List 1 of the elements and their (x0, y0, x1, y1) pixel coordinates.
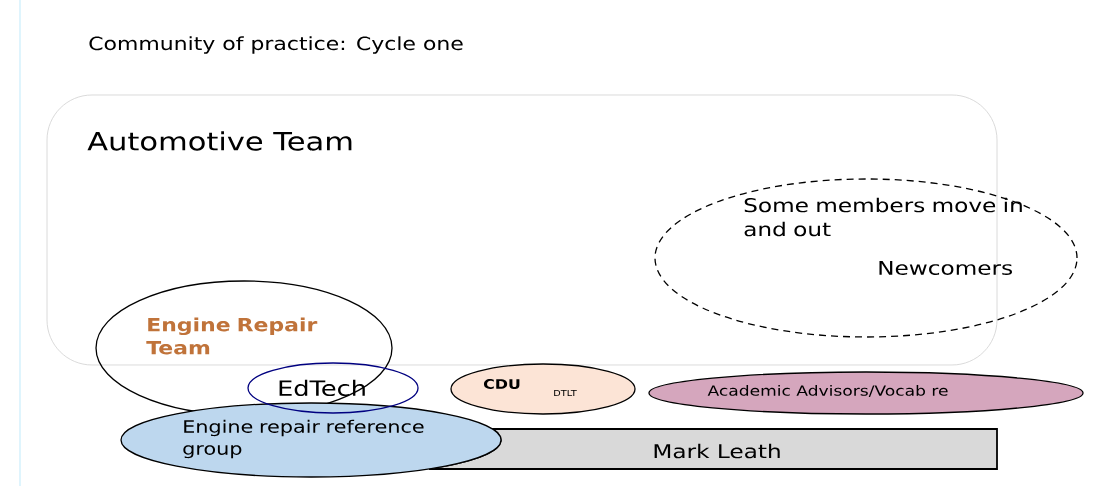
title: Community of practice: Cycle one (89, 36, 463, 54)
